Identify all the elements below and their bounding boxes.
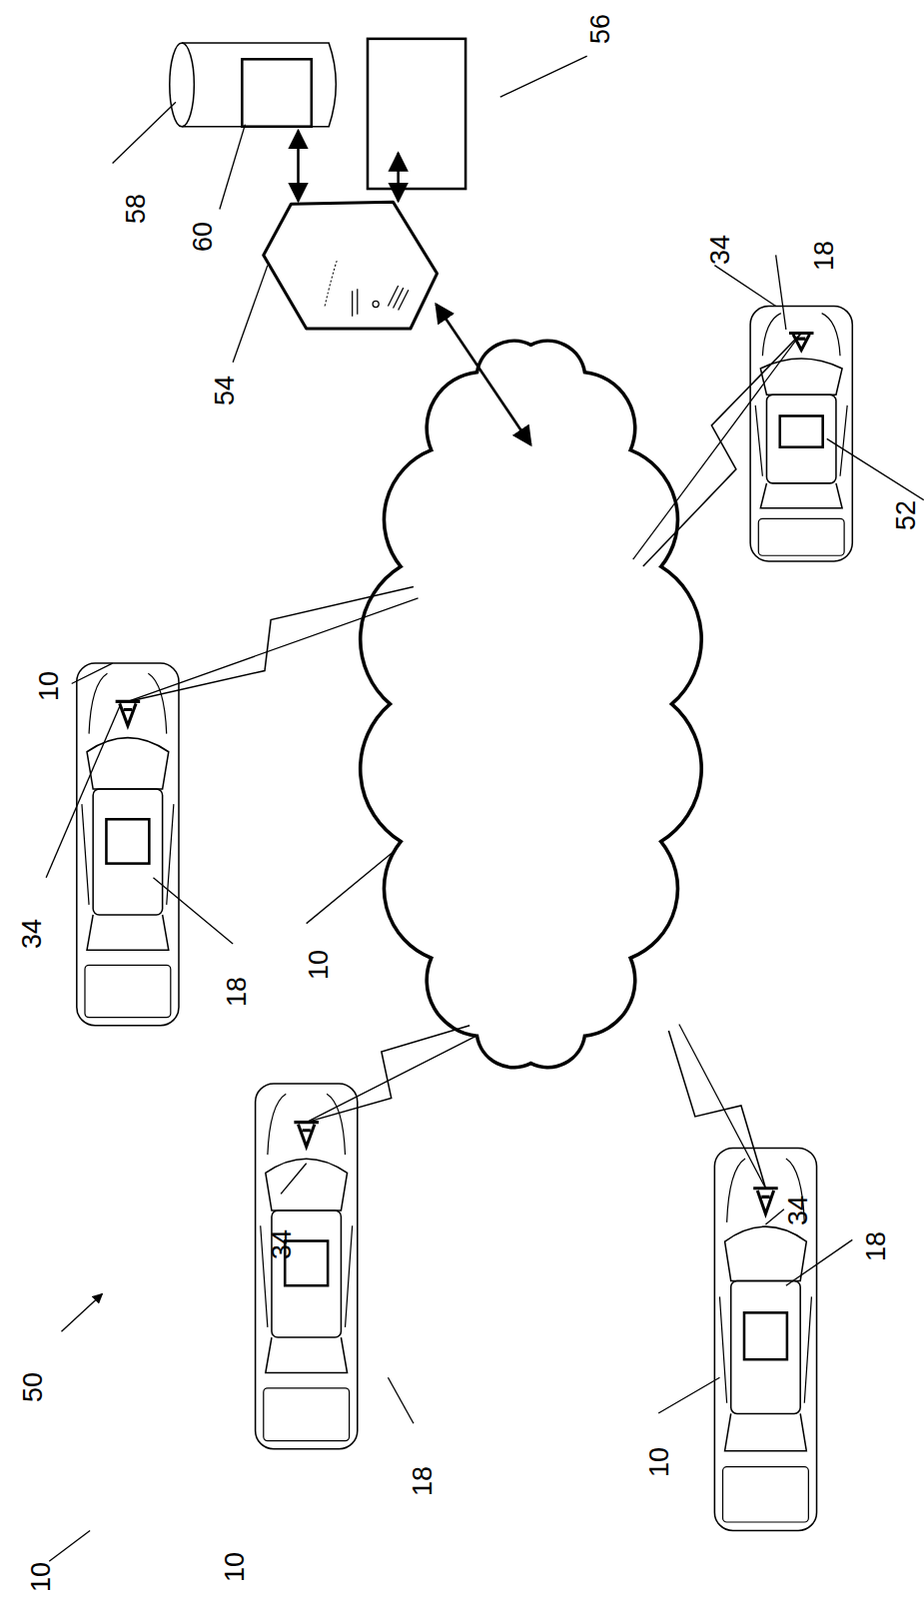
vehicle <box>255 1083 358 1450</box>
stroke <box>725 1413 808 1451</box>
callout-number: 10 <box>35 671 63 702</box>
antenna <box>115 701 141 726</box>
stroke <box>723 1467 810 1523</box>
stroke <box>750 306 853 562</box>
database <box>169 42 337 127</box>
callout-number: 50 <box>18 1372 46 1403</box>
stroke <box>263 1388 350 1442</box>
callout-number: 10 <box>26 1562 54 1593</box>
wireless-link <box>679 1023 767 1188</box>
stroke <box>731 1280 801 1414</box>
stroke <box>76 663 179 1026</box>
display <box>780 415 824 447</box>
antenna <box>293 1122 319 1147</box>
wireless-link <box>306 1035 477 1122</box>
wireless-link <box>643 332 802 567</box>
stroke <box>81 804 174 906</box>
stroke <box>86 915 169 950</box>
network-cloud <box>360 340 702 1067</box>
stroke <box>265 1337 348 1374</box>
callout-number: 34 <box>17 919 45 949</box>
stroke <box>255 1083 358 1450</box>
wireless-link <box>306 1025 470 1123</box>
callout-number: 18 <box>409 1466 437 1497</box>
box <box>367 38 466 189</box>
stroke <box>762 313 841 357</box>
display <box>105 819 149 864</box>
wireless-link <box>127 586 414 702</box>
callout-number: 10 <box>221 1552 249 1583</box>
callout-number: 56 <box>586 13 614 44</box>
callout-number: 10 <box>646 1447 674 1478</box>
callout-number: 18 <box>810 239 838 270</box>
stroke <box>725 1226 808 1281</box>
callout-number: 34 <box>268 1229 296 1260</box>
stroke <box>766 394 836 484</box>
display <box>744 1312 788 1360</box>
callout-number: 60 <box>189 221 217 252</box>
wireless-link <box>127 598 419 703</box>
antenna <box>753 1188 779 1215</box>
stroke <box>758 518 845 556</box>
vehicle <box>714 1147 817 1531</box>
stroke <box>86 738 169 790</box>
stroke <box>714 1147 817 1531</box>
stroke <box>84 964 171 1017</box>
callout-number: 10 <box>304 949 332 980</box>
wireless-link <box>668 1030 766 1189</box>
callout-number: 34 <box>785 1195 813 1226</box>
stroke <box>267 1093 346 1155</box>
stroke <box>92 789 162 916</box>
network-cloud <box>360 340 702 1067</box>
callout-number: 54 <box>210 375 238 406</box>
stroke <box>260 1225 353 1328</box>
vehicle <box>76 663 179 1026</box>
vehicle <box>750 306 853 562</box>
stroke <box>760 483 843 509</box>
wireless-link <box>633 332 803 560</box>
stroke <box>265 1158 348 1211</box>
callout-number: 18 <box>223 976 251 1007</box>
stroke <box>760 358 843 395</box>
callout-number: 34 <box>706 234 734 265</box>
callout-number: 58 <box>121 192 149 223</box>
callout-number: 18 <box>862 1231 890 1262</box>
stroke <box>755 405 848 477</box>
stroke <box>719 1296 812 1403</box>
stroke <box>88 673 167 734</box>
callout-number: 52 <box>893 500 921 531</box>
server <box>263 201 438 329</box>
leader-lines <box>45 55 924 1562</box>
